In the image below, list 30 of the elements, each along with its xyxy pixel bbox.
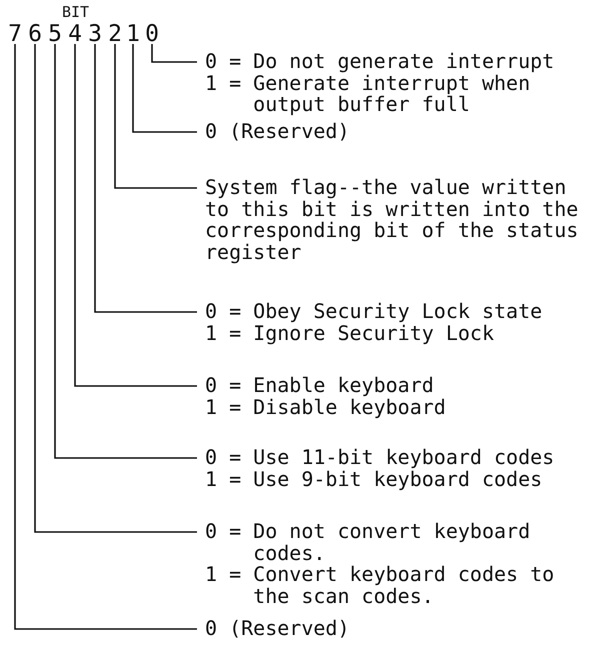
bit-description: 0 = Obey Security Lock state — [205, 301, 544, 323]
leader-line — [151, 44, 197, 63]
bit-number: 1 — [125, 22, 141, 46]
bit-number: 0 — [144, 22, 160, 46]
bit-description: 0 = Do not convert keyboard codes. — [205, 521, 532, 564]
leader-line — [14, 44, 197, 630]
leader-line — [74, 44, 197, 387]
leader-line — [132, 44, 197, 133]
bit-number: 4 — [67, 22, 83, 46]
bit-number: 5 — [47, 22, 63, 46]
bit-heading: BIT — [62, 4, 90, 20]
bit-description: 1 = Generate interrupt when output buffer full — [205, 72, 530, 116]
bit-description: 1 = Convert keyboard codes to the scan codes. — [205, 564, 556, 608]
bit-description: 0 = Use 11-bit keyboard codes — [205, 447, 556, 469]
bit-description: 0 (Reserved) — [205, 618, 350, 640]
leader-line — [34, 44, 197, 533]
bit-description: 0 = Do not generate interrupt — [205, 51, 556, 73]
bit-description: 0 (Reserved) — [205, 121, 350, 143]
bit-number: 3 — [87, 22, 103, 46]
bit-description: 1 = Ignore Security Lock — [205, 322, 495, 344]
bit-description: System flag--the value written to this bit is written into the corresponding bit of the status register — [205, 177, 580, 264]
leader-line — [114, 44, 197, 189]
bit-description: 1 = Use 9-bit keyboard codes — [205, 468, 544, 490]
bit-number: 2 — [107, 22, 123, 46]
bit-number: 6 — [27, 22, 43, 46]
bit-number: 7 — [7, 22, 23, 46]
leader-line — [94, 44, 197, 313]
leader-line — [54, 44, 197, 459]
bit-description: 1 = Disable keyboard — [205, 396, 447, 418]
bit-description: 0 = Enable keyboard — [205, 375, 435, 397]
